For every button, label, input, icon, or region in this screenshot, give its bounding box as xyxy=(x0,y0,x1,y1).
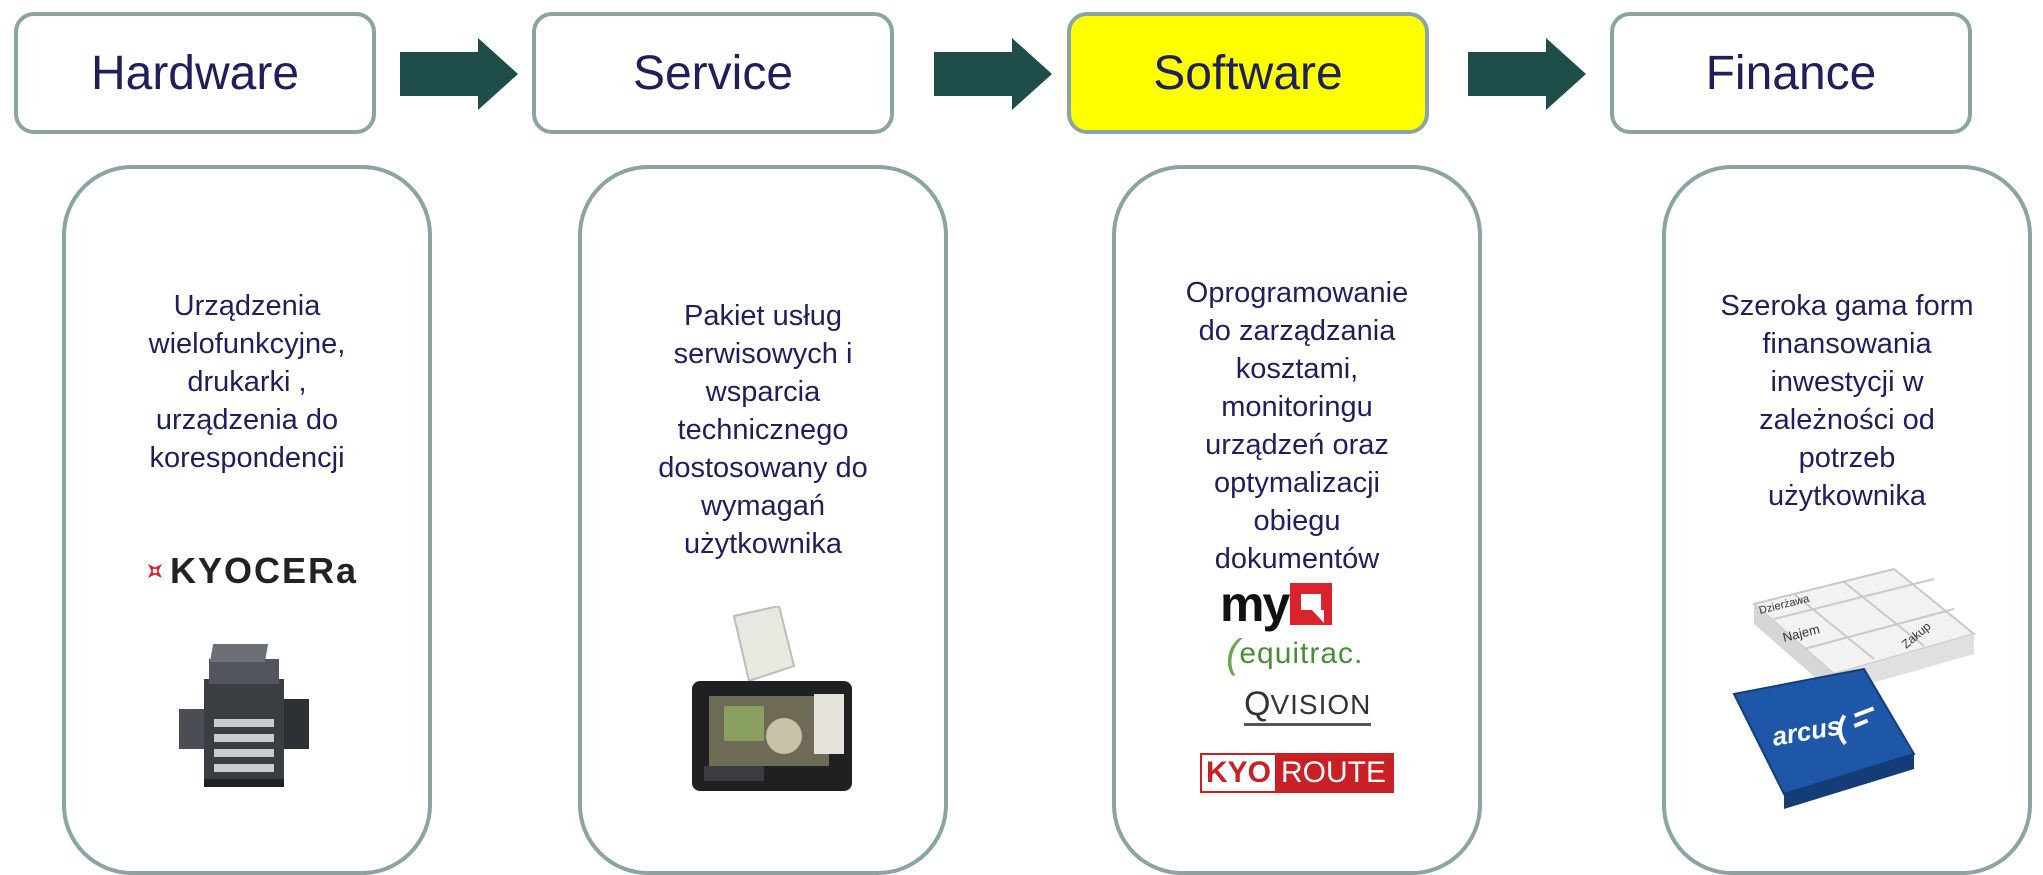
card-description: Szeroka gama form finansowania inwestycj… xyxy=(1720,290,1974,512)
equitrac-logo-text: equitrac. xyxy=(1239,637,1364,670)
stage-finance: Finance xyxy=(1610,12,1972,134)
equitrac-logo: ( equitrac. xyxy=(1226,634,1363,674)
stage-label: Software xyxy=(1153,46,1343,100)
stage-label: Finance xyxy=(1705,46,1877,100)
kyoroute-logo: KYO ROUTE xyxy=(1200,753,1395,793)
myq-q-icon xyxy=(1290,583,1333,625)
arrow-right-icon xyxy=(400,38,518,110)
arcus-mark-icon xyxy=(1837,706,1875,746)
stage-label: Service xyxy=(632,46,794,100)
qvision-q-icon: Q xyxy=(1244,685,1271,723)
kyoroute-logo-text-a: KYO xyxy=(1202,755,1276,791)
puzzle-image: Dzierżawa Najem Zakup arcus xyxy=(1732,567,1977,809)
stage-service: Service xyxy=(532,12,894,134)
qvision-logo: Q VISION xyxy=(1244,681,1372,726)
printer-service-image xyxy=(692,606,852,791)
myq-logo: my xyxy=(1220,576,1333,632)
finance-card: Szeroka gama form finansowania inwestycj… xyxy=(1662,165,2032,875)
stage-hardware: Hardware xyxy=(14,12,376,134)
kyocera-logo: KYOCERa xyxy=(148,550,358,591)
card-description: Oprogramowanie do zarządzania kosztami, … xyxy=(1185,277,1409,575)
stage-label: Hardware xyxy=(90,46,300,100)
kyoroute-logo-text-b: ROUTE xyxy=(1275,755,1393,791)
arrow-right-icon xyxy=(1468,38,1586,110)
arrow-right-icon xyxy=(934,38,1052,110)
card-description: Pakiet usług serwisowych i wsparcia tech… xyxy=(658,300,868,560)
software-card: Oprogramowanie do zarządzania kosztami, … xyxy=(1112,165,1482,875)
service-card: Pakiet usług serwisowych i wsparcia tech… xyxy=(578,165,948,875)
multifunction-printer-image xyxy=(179,644,309,787)
kyocera-mark-icon xyxy=(148,564,162,578)
equitrac-e-icon: ( xyxy=(1226,632,1240,676)
myq-logo-text: my xyxy=(1220,576,1290,632)
hardware-card: Urządzenia wielofunkcyjne, drukarki , ur… xyxy=(62,165,432,875)
kyocera-logo-text: KYOCERa xyxy=(169,550,358,591)
qvision-logo-text: VISION xyxy=(1270,689,1372,720)
stage-software: Software xyxy=(1067,12,1429,134)
card-description: Urządzenia wielofunkcyjne, drukarki , ur… xyxy=(148,290,346,474)
